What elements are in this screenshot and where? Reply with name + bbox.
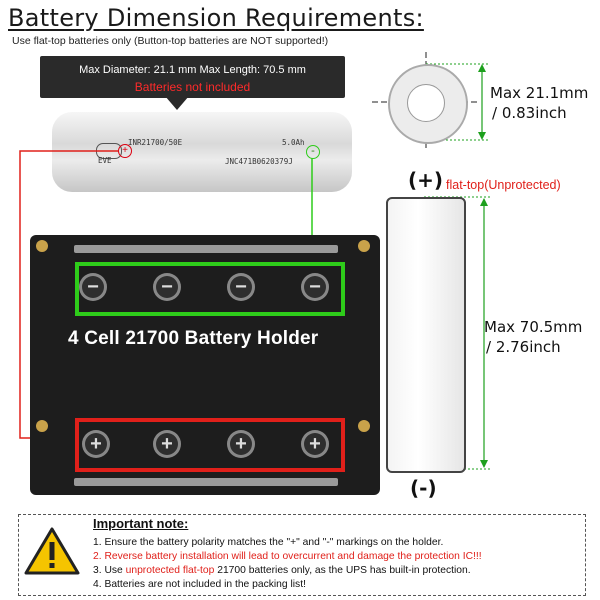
- mount-hole: [36, 420, 48, 432]
- flat-top-note: flat-top(Unprotected): [446, 178, 561, 192]
- positive-polarity-label: (+): [408, 168, 444, 192]
- important-note-panel: [18, 514, 586, 596]
- negative-terminals-highlight: [75, 262, 345, 316]
- positive-terminals-highlight: [75, 418, 345, 472]
- holder-bottom-contacts: [74, 478, 338, 486]
- positive-terminal-2: +: [153, 430, 181, 458]
- note-line-3-highlight: unprotected flat-top: [125, 565, 215, 576]
- callout-pointer: [165, 96, 189, 110]
- diameter-inch-label: / 0.83inch: [492, 104, 567, 122]
- negative-terminal-1: −: [79, 273, 107, 301]
- holder-top-contacts: [74, 245, 338, 253]
- note-line-3-prefix: 3. Use: [93, 565, 126, 576]
- battery-top-cap: [407, 84, 445, 122]
- page-subtitle: Use flat-top batteries only (Button-top …: [12, 35, 329, 47]
- cell-minus-mark: -: [306, 145, 320, 159]
- positive-terminal-1: +: [82, 430, 110, 458]
- note-line-3: 3. Use unprotected flat-top 21700 batter…: [93, 565, 471, 576]
- positive-terminal-3: +: [227, 430, 255, 458]
- spec-callout: [40, 56, 345, 98]
- page-title: Battery Dimension Requirements:: [8, 4, 424, 32]
- note-line-3-suffix: 21700 batteries only, as the UPS has bui…: [214, 565, 471, 576]
- holder-label: 4 Cell 21700 Battery Holder: [68, 328, 319, 349]
- warning-icon: [24, 527, 80, 575]
- negative-terminal-3: −: [227, 273, 255, 301]
- cell-capacity: 5.0Ah: [282, 138, 305, 147]
- negative-terminal-4: −: [301, 273, 329, 301]
- callout-dimensions-text: Max Diameter: 21.1 mm Max Length: 70.5 m…: [79, 64, 306, 76]
- cell-serial: JNC471B0620379J: [225, 157, 293, 166]
- note-title: Important note:: [93, 516, 189, 531]
- battery-side-view: [386, 197, 466, 473]
- positive-terminal-4: +: [301, 430, 329, 458]
- negative-terminal-2: −: [153, 273, 181, 301]
- cell-brand: EVE: [98, 156, 112, 165]
- negative-polarity-label: (-): [410, 476, 437, 500]
- note-line-2: 2. Reverse battery installation will lea…: [93, 551, 482, 562]
- cell-model: INR21700/50E: [128, 138, 183, 147]
- mount-hole: [36, 240, 48, 252]
- mount-hole: [358, 420, 370, 432]
- note-line-1: 1. Ensure the battery polarity matches t…: [93, 537, 444, 548]
- diameter-mm-label: Max 21.1mm: [490, 84, 589, 102]
- length-inch-label: / 2.76inch: [486, 338, 561, 356]
- note-line-4: 4. Batteries are not included in the pac…: [93, 579, 306, 590]
- length-mm-label: Max 70.5mm: [484, 318, 583, 336]
- callout-not-included-text: Batteries not included: [134, 80, 251, 94]
- mount-hole: [358, 240, 370, 252]
- cell-plus-mark: +: [118, 144, 132, 158]
